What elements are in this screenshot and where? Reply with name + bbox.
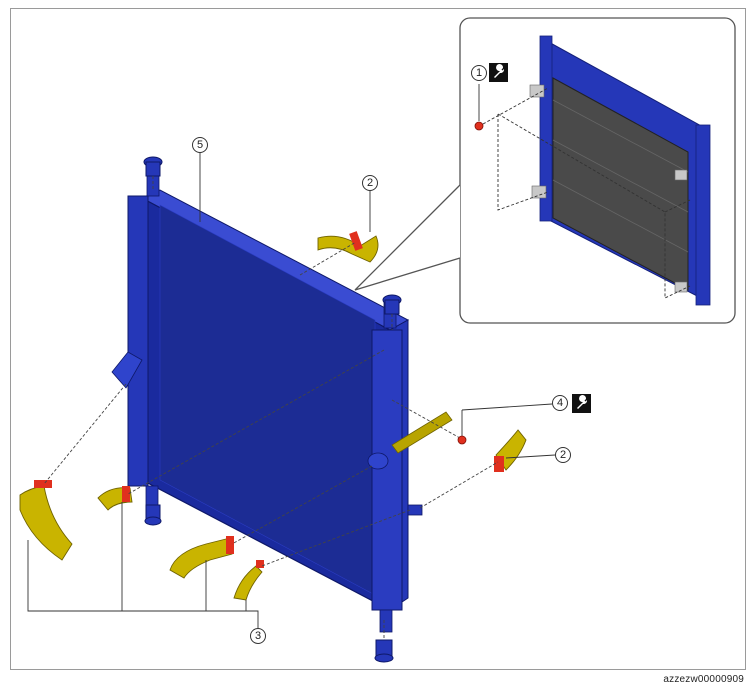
callout-5: 5: [192, 137, 208, 153]
callout-4: 4: [552, 395, 568, 411]
rubber-mounts: [143, 156, 402, 663]
condenser-assembly: [474, 35, 711, 306]
wrench-icon: [572, 394, 591, 413]
figure-frame: [10, 8, 746, 670]
wrench-icon: [489, 63, 508, 82]
callout-2-top: 2: [362, 175, 378, 191]
callout-3: 3: [250, 628, 266, 644]
figure-code: azzezw00000909: [663, 674, 744, 685]
callout-1: 1: [471, 65, 487, 81]
hoses: [19, 231, 527, 601]
leader-lines: [43, 176, 499, 640]
callout-leaders: [27, 152, 556, 628]
callout-2-right: 2: [555, 447, 571, 463]
radiator-core: [111, 171, 453, 633]
bolt-item-4: [457, 435, 467, 445]
bolt-item-1: [474, 121, 484, 131]
